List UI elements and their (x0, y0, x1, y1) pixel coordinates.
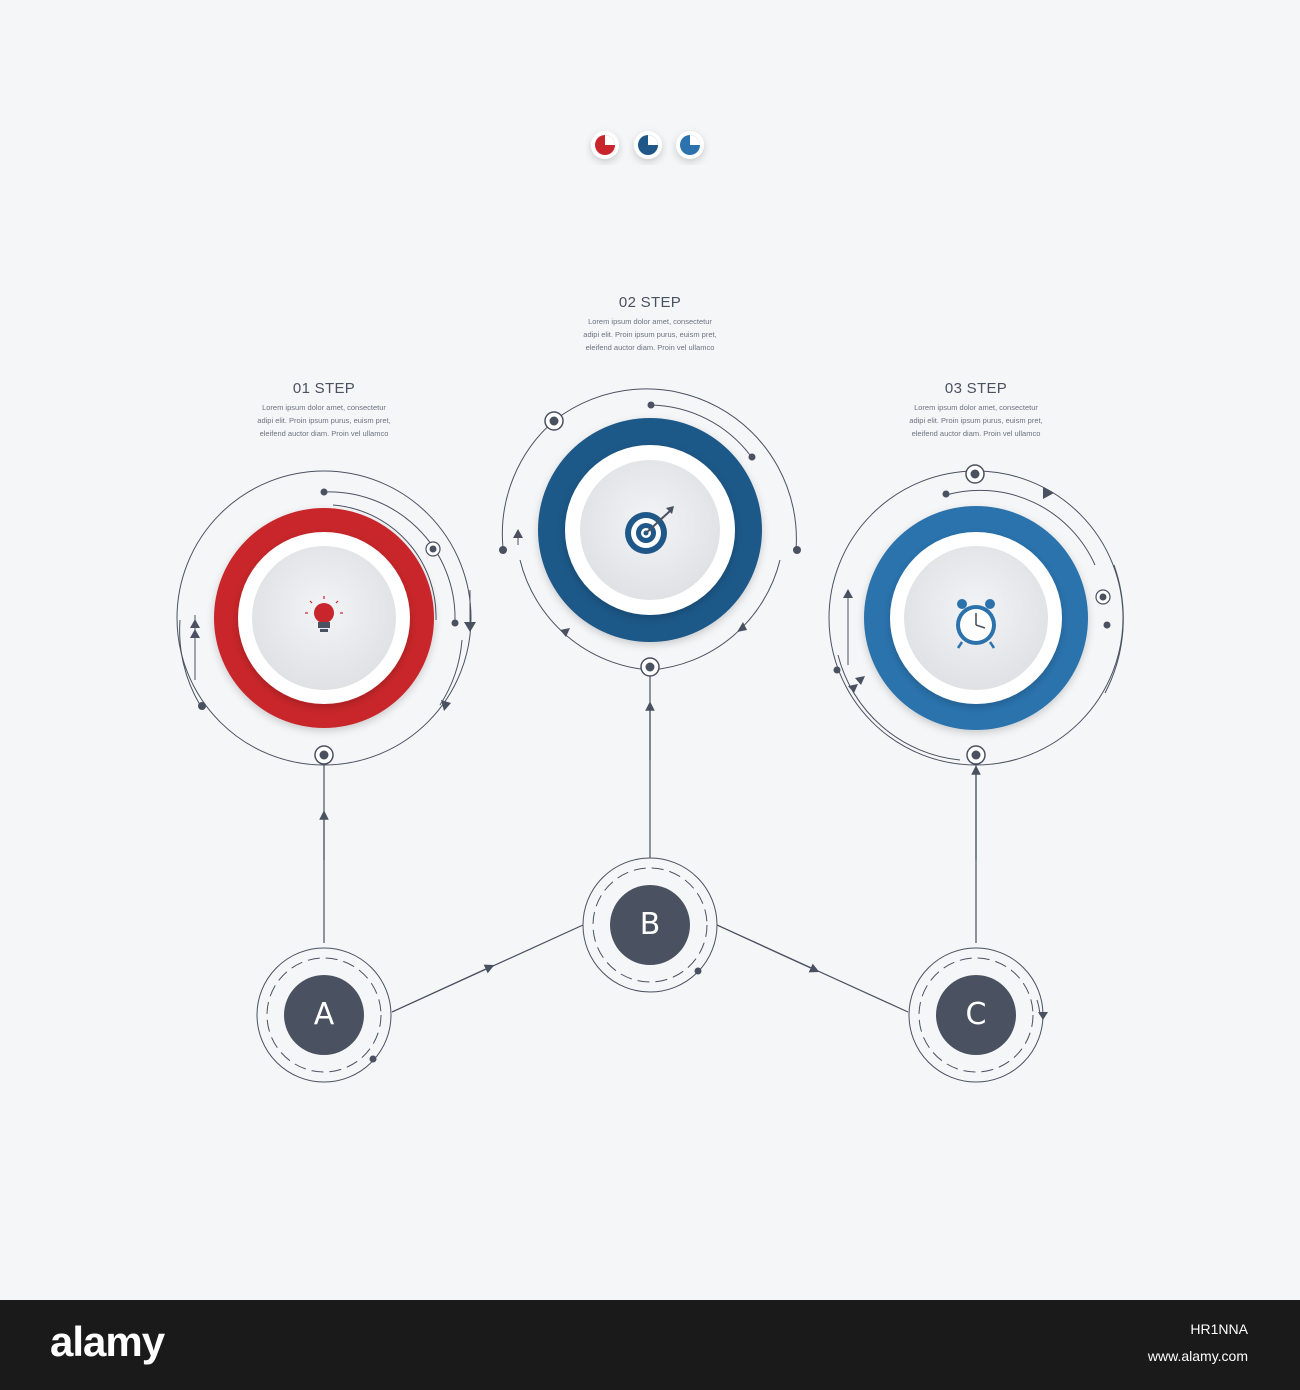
alamy-logo: alamy (50, 1318, 165, 1365)
step-2-description: Lorem ipsum dolor amet, consectetur adip… (530, 315, 770, 354)
swatch-blue (676, 131, 704, 159)
node-b (582, 857, 718, 993)
step-3-description: Lorem ipsum dolor amet, consectetur adip… (856, 401, 1096, 440)
node-a-label: A (313, 997, 335, 1032)
step-1-desc-line-3: eleifend auctor diam. Proin vel ullamco (259, 429, 389, 438)
lightbulb-icon (305, 596, 343, 632)
step-1-description: Lorem ipsum dolor amet, consectetur adip… (204, 401, 444, 440)
step-2-circle (499, 388, 801, 677)
swatch-red (591, 131, 619, 159)
color-swatches (591, 131, 704, 159)
node-connectors (319, 675, 981, 1013)
target-icon (625, 506, 674, 554)
step-3-title: 03 STEP (944, 380, 1008, 397)
step-1-title: 01 STEP (292, 380, 356, 397)
footer-bar: alamy HR1NNA www.alamy.com (0, 1300, 1300, 1390)
alarm-clock-icon (956, 599, 996, 649)
infographic-canvas (176, 131, 1124, 1083)
node-c (908, 947, 1048, 1083)
step-2-title: 02 STEP (618, 294, 682, 311)
node-b-label: B (639, 907, 661, 942)
step-1-desc-line-2: adipi elit. Proin ipsum purus, euism pre… (257, 416, 391, 425)
node-c-label: C (965, 997, 987, 1032)
step-3-desc-line-1: Lorem ipsum dolor amet, consectetur (914, 403, 1038, 412)
step-2-desc-line-3: eleifend auctor diam. Proin vel ullamco (585, 343, 715, 352)
footer-url: www.alamy.com (1147, 1348, 1248, 1364)
node-a (256, 947, 392, 1083)
step-3-desc-line-2: adipi elit. Proin ipsum purus, euism pre… (909, 416, 1043, 425)
step-2-desc-line-2: adipi elit. Proin ipsum purus, euism pre… (583, 330, 717, 339)
swatch-dark-blue (634, 131, 662, 159)
image-id: HR1NNA (1190, 1321, 1248, 1337)
step-3-desc-line-3: eleifend auctor diam. Proin vel ullamco (911, 429, 1041, 438)
step-2-desc-line-1: Lorem ipsum dolor amet, consectetur (588, 317, 712, 326)
step-1-desc-line-1: Lorem ipsum dolor amet, consectetur (262, 403, 386, 412)
